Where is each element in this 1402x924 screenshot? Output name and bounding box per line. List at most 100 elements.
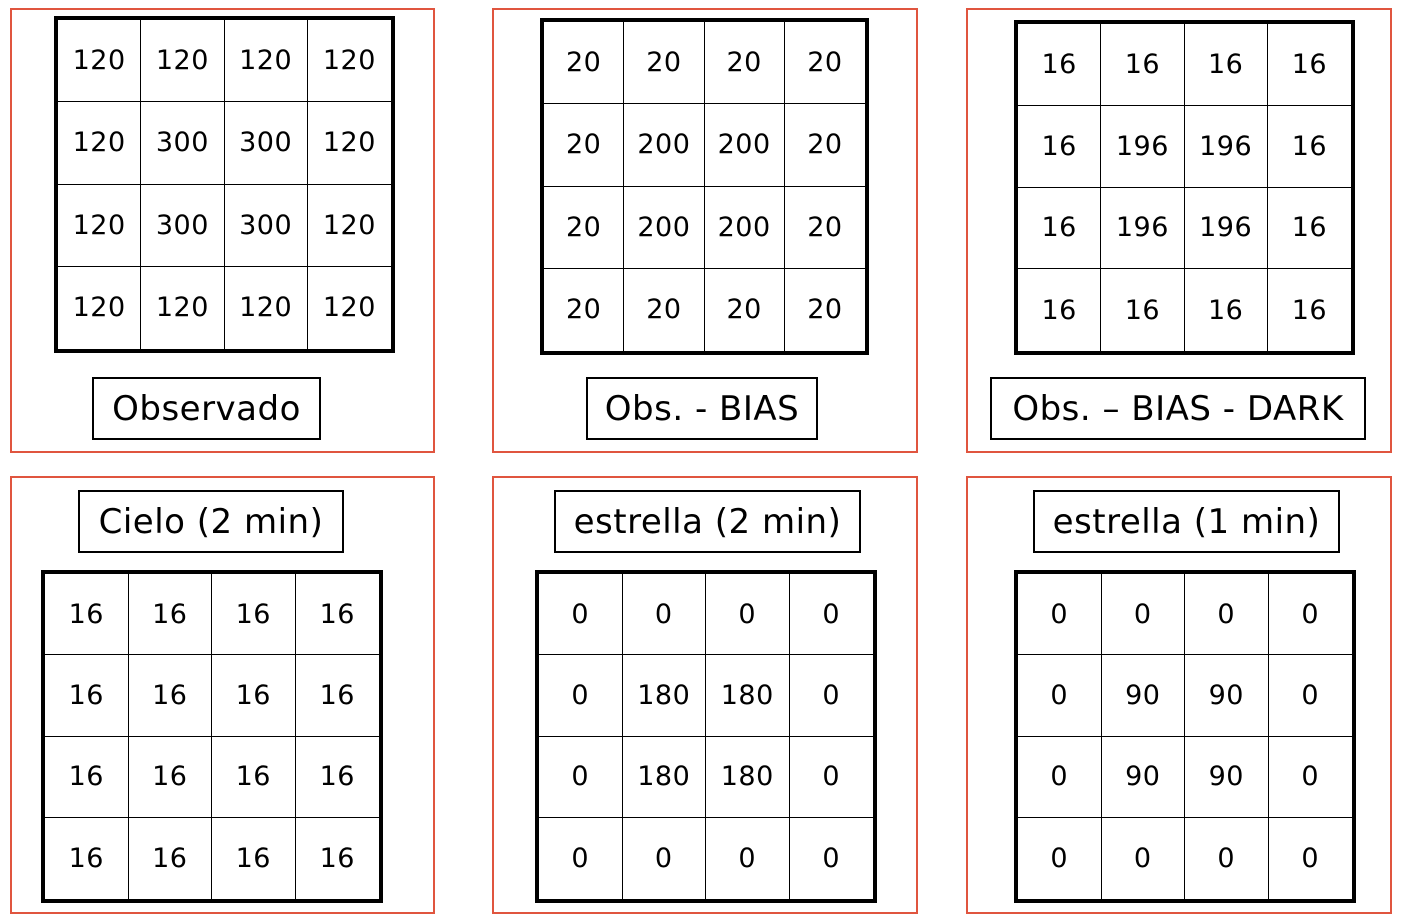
grid-cell: 300 <box>224 184 308 267</box>
grid-cell: 0 <box>539 574 623 656</box>
grid-cell: 0 <box>539 736 623 818</box>
grid-cell: 16 <box>128 655 212 737</box>
grid-cell: 196 <box>1101 105 1185 188</box>
grid-cell: 120 <box>141 20 225 103</box>
grid-cell: 0 <box>539 655 623 737</box>
grid-cell: 90 <box>1101 655 1185 737</box>
grid-cell: 200 <box>704 186 785 269</box>
grid-cell: 180 <box>622 736 706 818</box>
grid-cell: 0 <box>1018 736 1102 818</box>
grid-cell: 16 <box>212 817 296 899</box>
grid-cell: 120 <box>224 20 308 103</box>
grid-cell: 180 <box>706 655 790 737</box>
grid-cell: 20 <box>624 22 705 105</box>
grid-cell: 0 <box>1268 574 1352 656</box>
grid-cell: 16 <box>1018 269 1102 351</box>
grid-cell: 16 <box>1018 24 1102 106</box>
grid-cell: 0 <box>789 574 873 656</box>
label-estrella-2min: estrella (2 min) <box>554 490 861 553</box>
grid-cell: 200 <box>704 104 785 187</box>
grid-cell: 16 <box>319 842 355 874</box>
grid-cell: 20 <box>544 268 625 351</box>
grid-cell: 20 <box>704 22 785 105</box>
grid-cell: 20 <box>807 294 843 326</box>
grid-cell: 90 <box>1101 736 1185 818</box>
grid-cell: 0 <box>1018 655 1102 737</box>
grid-cell: 16 <box>1184 24 1268 106</box>
grid-cell: 16 <box>45 736 129 818</box>
grid-cell: 16 <box>1267 188 1351 270</box>
grid-cell: 16 <box>295 655 379 737</box>
grid-cell: 0 <box>789 655 873 737</box>
grid-cell: 120 <box>307 185 391 267</box>
grid-cell: 16 <box>1291 294 1328 326</box>
grid-cell: 16 <box>212 655 296 737</box>
grid-cell: 20 <box>784 22 865 105</box>
grid-cell: 120 <box>58 184 142 267</box>
grid-cell: 0 <box>1185 574 1269 656</box>
grid-cell: 120 <box>225 266 308 349</box>
grid-cell: 120 <box>307 20 391 103</box>
grid-cell: 16 <box>1185 269 1268 351</box>
grid-cell: 16 <box>1267 106 1351 188</box>
grid-cell: 16 <box>1267 24 1351 106</box>
grid-cell: 120 <box>307 102 391 185</box>
label-observado: Observado <box>92 377 321 440</box>
grid-cell: 16 <box>1018 187 1102 270</box>
grid-cell: 0 <box>1268 655 1352 737</box>
grid-cell: 16 <box>295 737 379 818</box>
grid-cell: 20 <box>544 186 625 269</box>
grid-cell: 180 <box>622 655 706 737</box>
grid-cell: 0 <box>1018 574 1102 656</box>
grid-cell: 16 <box>1101 24 1185 106</box>
grid-cell: 300 <box>224 102 308 185</box>
grid-cell: 16 <box>129 817 212 899</box>
grid-cell: 120 <box>58 20 142 103</box>
grid-cell: 0 <box>1101 574 1185 656</box>
panel-cielo-2min <box>10 476 435 914</box>
grid-cell: 16 <box>45 574 129 656</box>
grid-cell: 16 <box>212 574 296 656</box>
panel-estrella-2min <box>492 476 918 914</box>
grid-cell: 300 <box>141 184 225 267</box>
grid-cell: 200 <box>624 186 705 269</box>
grid-cell: 0 <box>706 817 790 899</box>
grid-cell: 16 <box>1018 105 1102 188</box>
grid-cell: 20 <box>705 268 785 351</box>
grid-cell: 20 <box>544 22 625 105</box>
panel-obs-bias-dark <box>966 8 1392 453</box>
grid-cell: 16 <box>45 817 129 899</box>
grid-cell: 120 <box>58 102 142 185</box>
label-cielo-2min: Cielo (2 min) <box>78 490 344 553</box>
grid-cell: 200 <box>624 104 705 187</box>
grid-cell: 0 <box>1268 737 1352 818</box>
grid-cell: 16 <box>295 574 379 656</box>
grid-cell: 0 <box>539 817 623 899</box>
grid-cell: 120 <box>322 292 376 324</box>
grid-cell: 196 <box>1101 187 1185 270</box>
grid-cell: 90 <box>1185 655 1269 737</box>
grid-cell: 300 <box>141 102 225 185</box>
grid-cell: 196 <box>1184 187 1268 270</box>
grid-cell: 20 <box>624 268 705 351</box>
grid-cell: 196 <box>1184 105 1268 188</box>
grid-cell: 0 <box>822 842 841 874</box>
grid-cell: 0 <box>1102 817 1185 899</box>
grid-cell: 180 <box>706 736 790 818</box>
grid-cell: 20 <box>544 104 625 187</box>
grid-cell: 16 <box>1101 269 1185 351</box>
grid-cell: 120 <box>58 266 142 349</box>
grid-cell: 0 <box>623 817 706 899</box>
label-obs-bias: Obs. - BIAS <box>586 377 818 440</box>
grid-cell: 16 <box>45 655 129 737</box>
panel-obs-bias <box>492 8 918 453</box>
grid-cell: 20 <box>784 187 865 269</box>
grid-cell: 90 <box>1185 736 1269 818</box>
label-obs-bias-dark: Obs. – BIAS - DARK <box>990 377 1366 440</box>
